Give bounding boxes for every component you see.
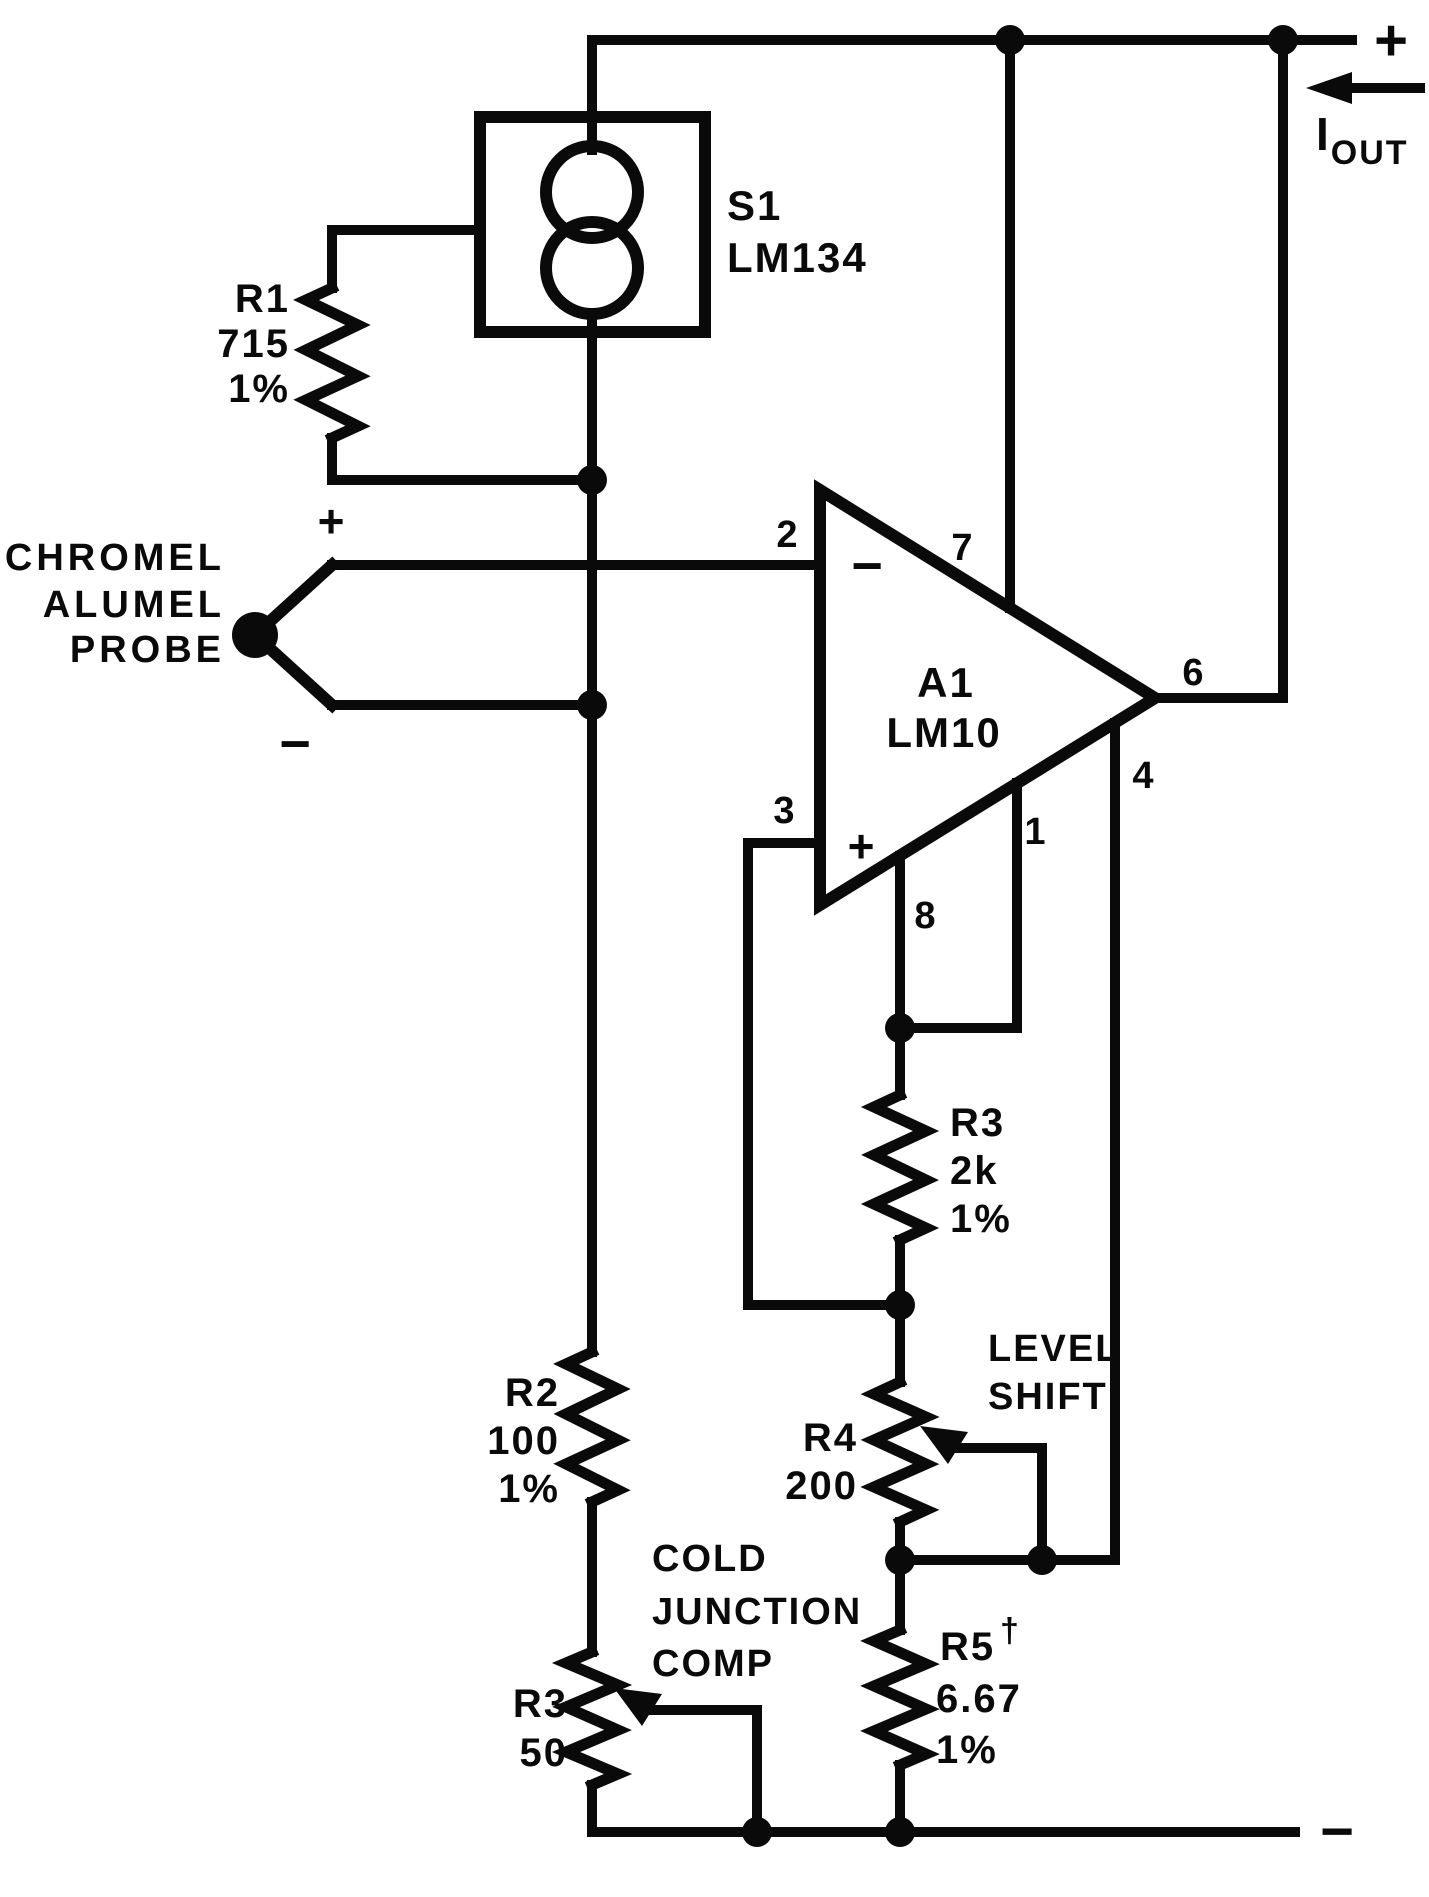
current-source-circle-top	[540, 140, 644, 244]
cold-junction-label-line2: JUNCTION	[652, 1591, 862, 1633]
junction-dot	[1027, 1545, 1057, 1575]
pot-r4-level-shift: R4 200 LEVEL SHIFT	[785, 1328, 1120, 1635]
r4-value-label: 200	[785, 1464, 858, 1508]
r3-50-ref-label: R3	[513, 1682, 568, 1726]
r3-50-body	[551, 1644, 633, 1793]
s1-ref-label: S1	[727, 182, 782, 229]
pin2-label: 2	[776, 514, 799, 556]
iout-symbol: I	[1316, 108, 1331, 160]
a1-part-label: LM10	[886, 709, 1001, 756]
probe-label-line2: ALUMEL	[43, 584, 225, 626]
iout-arrow: IOUT	[1306, 72, 1425, 172]
r2-value-label: 100	[487, 1419, 560, 1463]
r3-2k-body	[860, 1087, 940, 1248]
a1-ref-label: A1	[917, 659, 975, 706]
r1-bottom-lead	[327, 433, 597, 485]
pin3-label: 3	[773, 790, 796, 832]
resistor-r5: R5 † 6.67 1%	[860, 1612, 1022, 1837]
minus-terminal-label: −	[1320, 1799, 1356, 1864]
r4-wiper-arrowhead-icon	[920, 1426, 968, 1464]
r3-2k-ref-label: R3	[950, 1101, 1005, 1145]
noninverting-input-sign: +	[848, 820, 877, 872]
r3-2k-tolerance-label: 1%	[950, 1197, 1012, 1241]
r3-50-wiper-arrowhead-icon	[614, 1688, 662, 1726]
probe-plus-sign: +	[318, 495, 347, 547]
probe-label-line3: PROBE	[70, 629, 225, 671]
opamp-a1: A1 LM10 − + 2 3 7 6 4 1 8	[743, 35, 1288, 1565]
r1-ref-label: R1	[235, 277, 290, 321]
probe-tip-junction	[232, 612, 278, 658]
current-source-s1: S1 LM134	[474, 35, 868, 338]
r4-wiper-wire	[945, 1443, 1047, 1565]
r5-value-label: 6.67	[936, 1677, 1022, 1721]
pin3-wire	[743, 838, 905, 1310]
pin8-label: 8	[914, 895, 937, 937]
r1-top-lead	[327, 225, 485, 293]
junction-dot	[742, 1817, 772, 1847]
r5-tolerance-label: 1%	[936, 1728, 998, 1772]
r3-50-wiper-wire	[641, 1705, 762, 1837]
left-bus-wire	[577, 309, 607, 1357]
r2-body	[553, 1344, 631, 1510]
probe-minus-sign: −	[279, 714, 313, 774]
r1-value-label: 715	[217, 322, 290, 366]
iout-subscript: OUT	[1331, 134, 1409, 172]
pot-r3-cold-junction: R3 50 COLD JUNCTION COMP	[513, 1538, 862, 1837]
r4-body	[860, 1374, 940, 1530]
pin4-label: 4	[1132, 755, 1155, 797]
r4-ref-label: R4	[803, 1416, 858, 1460]
iout-arrowhead-icon	[1306, 72, 1352, 104]
iout-label: IOUT	[1316, 108, 1409, 172]
resistor-r2: R2 100 1%	[487, 1344, 631, 1657]
level-shift-label-line1: LEVEL	[988, 1328, 1120, 1370]
r5-body	[860, 1622, 940, 1773]
opamp-triangle	[814, 479, 1167, 916]
thermocouple-probe: + − CHROMEL ALUMEL PROBE	[5, 495, 825, 774]
r3-2k-value-label: 2k	[950, 1149, 999, 1193]
pin4-wire	[895, 718, 1120, 1565]
pin1-wire	[895, 778, 1022, 1033]
junction-dot	[885, 1545, 915, 1575]
plus-terminal-label: +	[1374, 8, 1410, 73]
r5-dagger-label: †	[1000, 1612, 1021, 1650]
level-shift-label-line2: SHIFT	[988, 1376, 1108, 1418]
r3-50-value-label: 50	[520, 1731, 569, 1775]
r1-tolerance-label: 1%	[228, 367, 290, 411]
cold-junction-label-line1: COLD	[652, 1538, 768, 1580]
resistor-r1: R1 715 1%	[217, 225, 597, 485]
pin6-output-wire	[1150, 35, 1288, 703]
pin6-label: 6	[1182, 652, 1205, 694]
cold-junction-label-line3: COMP	[652, 1643, 774, 1685]
negative-supply-rail: −	[587, 1799, 1356, 1864]
inverting-input-sign: −	[851, 536, 885, 596]
r2-ref-label: R2	[505, 1371, 560, 1415]
resistor-r3-2k: R3 2k 1%	[860, 1013, 1012, 1387]
s1-part-label: LM134	[727, 234, 868, 281]
junction-dot	[885, 1290, 915, 1320]
r1-body	[293, 280, 371, 446]
r2-tolerance-label: 1%	[498, 1467, 560, 1511]
junction-dot	[885, 1817, 915, 1847]
probe-label-line1: CHROMEL	[5, 537, 225, 579]
r5-ref-label: R5	[940, 1625, 995, 1669]
pin1-label: 1	[1024, 811, 1047, 853]
pin7-label: 7	[951, 527, 974, 569]
